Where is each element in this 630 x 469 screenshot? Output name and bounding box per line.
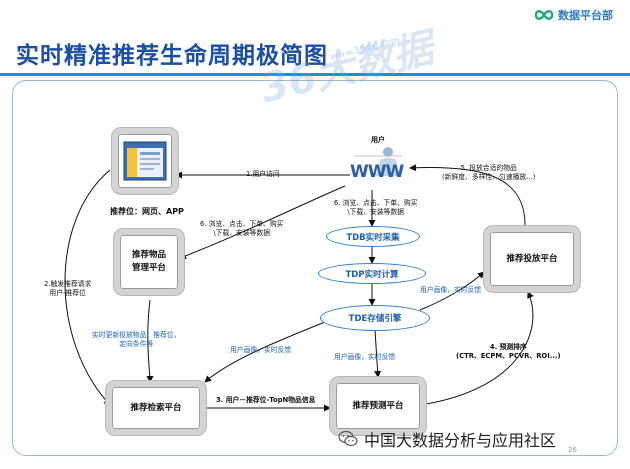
brand-name: 数据平台部 [558,9,613,22]
arrow-tde-delivery [419,271,485,311]
slot-box [112,128,178,194]
arrow-delivery-user [409,164,526,226]
wechat-icon [338,430,358,447]
slot-label: 推荐位：网页、APP [110,207,184,216]
retrieval-box: 推荐检索平台 [106,381,206,435]
arrow-tde-prediction [374,329,382,378]
user-www-icon [354,147,402,176]
infinity-logo-icon [534,10,554,20]
page-number: 26 [568,446,577,454]
edge-label-delivery: 5. 投放合适的物品 (新鲜度、多样性、匀速播放...) [442,164,536,181]
edge-label-profile-right: 用户画像，实时反馈 [420,286,482,294]
delivery-box: 推荐投放平台 [484,226,580,292]
browser-window-icon [123,141,167,181]
tdp-ellipse: TDP实时计算 [318,263,426,284]
edge-label-profile-bottom: 用户画像，实时反馈 [334,353,396,361]
tde-ellipse: TDE存储引擎 [320,305,430,331]
www-text: WWW [350,162,404,182]
arrow-prediction-delivery [419,291,534,406]
arrow-tde-retrieval [204,319,331,383]
edge-label-profile-left: 用户画像，实时反馈 [230,346,292,354]
edge-label-trigger: 2.触发推荐请求 用户-推荐位 [44,280,92,297]
edge-label-feedback-right: 6. 浏览、点击、下单、购买 \下载、安装等数据 [334,199,418,216]
tdb-ellipse: TDB实时采集 [326,226,420,247]
slide-title: 实时精准推荐生命周期极简图 [16,43,328,69]
edge-label-retrieval-prediction: 3. 用户－推荐位-TopN物品信息 [216,396,316,404]
edge-label-update: 实时更新投放物品，推荐位， 定向条件等 [92,331,181,348]
arrow-item-update [146,299,154,383]
item-mgmt-box: 推荐物品 管理平台 [114,229,184,295]
prediction-box: 推荐预测平台 [330,377,426,435]
footer: 中国大数据分析与应用社区 [338,428,556,450]
edge-label-user-visit: 1.用户访问 [246,170,280,178]
arrow-feedback-slot [179,185,346,260]
edge-label-feedback-left: 6. 浏览、点击、下单、购买 \下载、安装等数据 [200,220,284,237]
edge-label-predict-rank: 4. 预测排序 (CTR、ECPM、PCVR、ROI...) [456,343,561,360]
title-divider [0,73,630,76]
arrow-trigger-request [64,169,111,406]
user-label: 用户 [371,136,385,144]
footer-text: 中国大数据分析与应用社区 [364,431,557,450]
brand-logo: 数据平台部 [534,4,613,26]
